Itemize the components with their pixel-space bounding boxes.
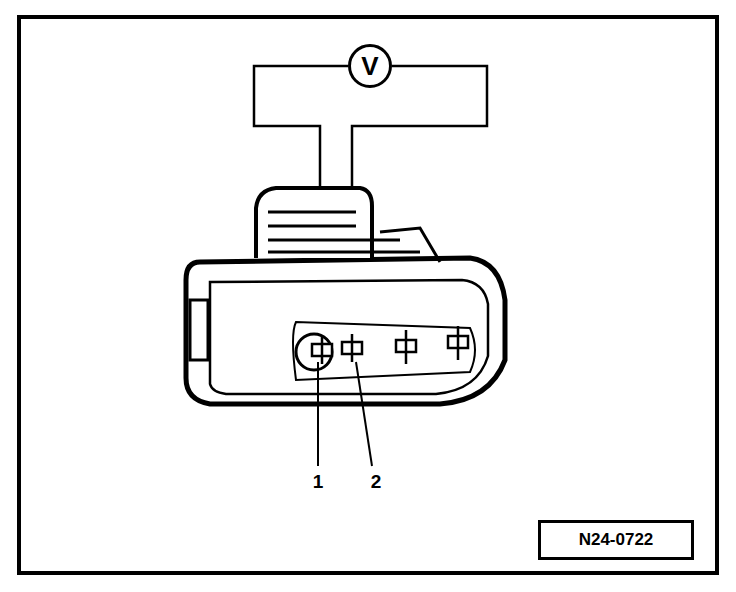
node-text: N24-0722 — [579, 530, 654, 550]
voltmeter-symbol: V — [348, 44, 392, 88]
figure-number-box: N24-0722 — [538, 520, 694, 560]
callout-number: 2 — [370, 472, 383, 491]
connector-housing — [186, 188, 505, 404]
leader-lines — [318, 362, 372, 466]
frame — [19, 17, 717, 573]
node-text: V — [361, 51, 378, 82]
callout-number: 1 — [312, 472, 325, 491]
